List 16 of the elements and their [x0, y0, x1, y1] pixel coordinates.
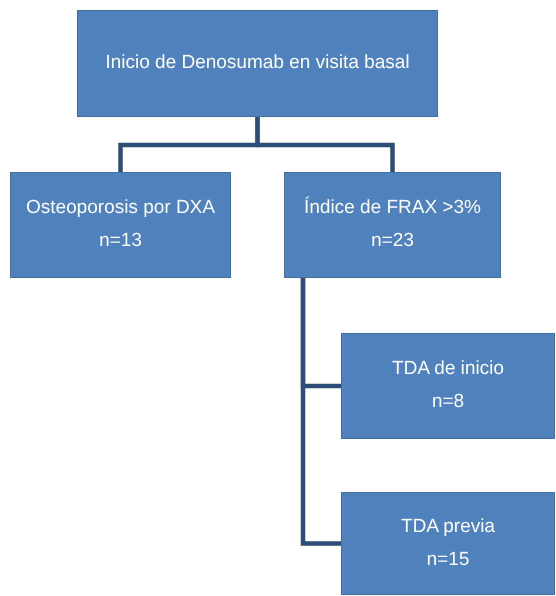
box-title: TDA previa — [401, 516, 495, 538]
connector-line — [300, 278, 341, 546]
process-box — [341, 333, 555, 439]
count-label: n=15 — [426, 548, 470, 572]
box-title: Índice de FRAX >3% — [304, 197, 481, 220]
process-box — [77, 10, 438, 117]
box-title: TDA de inicio — [392, 358, 504, 381]
box-title: Inicio de Denosumab en visita basal — [105, 52, 410, 75]
process-box — [341, 492, 555, 595]
count-label: n=13 — [99, 230, 142, 253]
process-box — [284, 172, 501, 278]
process-box — [10, 172, 231, 278]
count-label: n=23 — [371, 230, 414, 253]
count-label: n=8 — [432, 391, 464, 414]
box-title: Osteoporosis por DXA — [26, 197, 216, 220]
connector-line — [255, 117, 395, 172]
